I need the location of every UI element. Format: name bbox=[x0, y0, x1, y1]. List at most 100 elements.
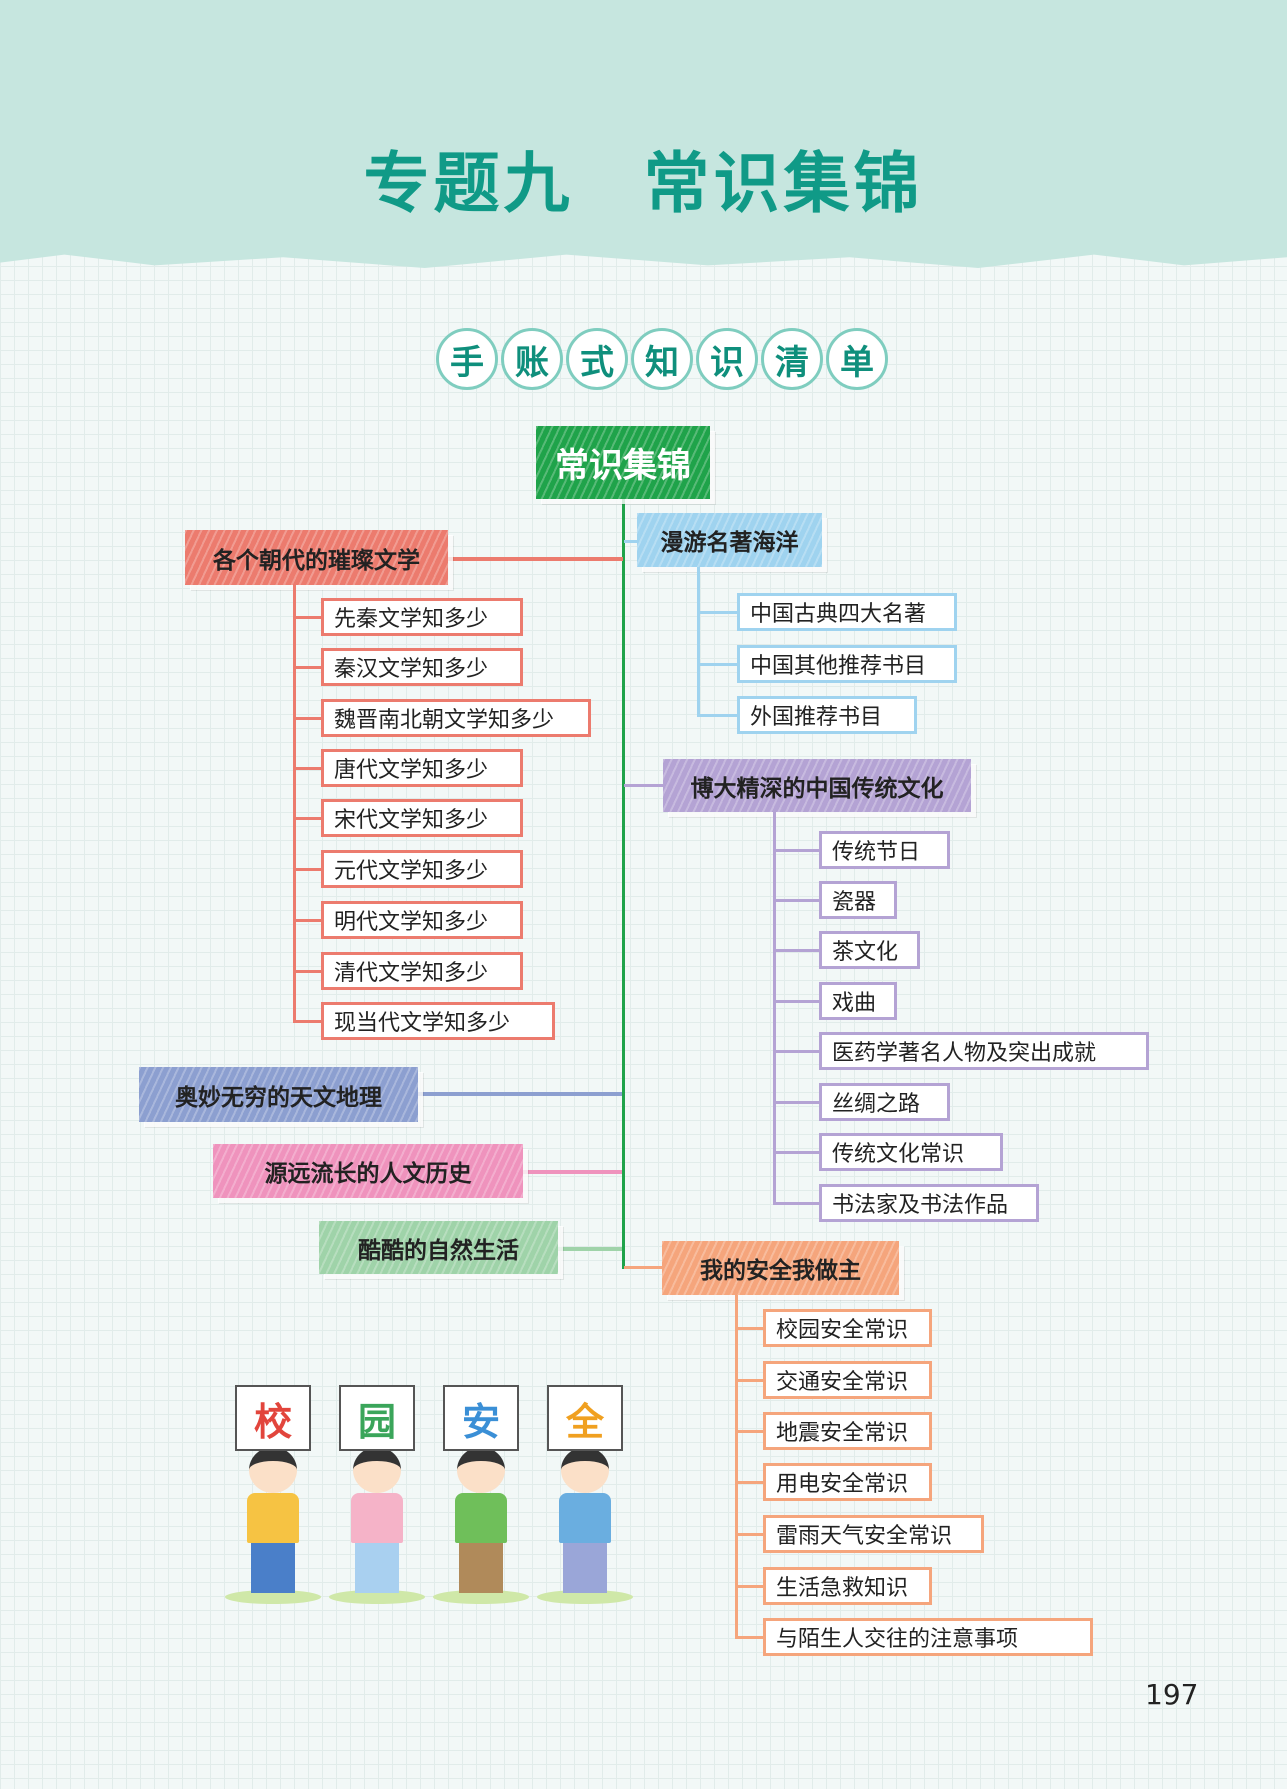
ground-patch bbox=[225, 1590, 321, 1604]
branch-culture: 博大精深的中国传统文化 bbox=[663, 759, 971, 812]
leaf-literature: 清代文学知多少 bbox=[321, 952, 523, 990]
connector-line bbox=[735, 1327, 763, 1330]
child-figure: 全 bbox=[537, 1385, 633, 1605]
connector-line bbox=[773, 949, 819, 952]
connector-line bbox=[624, 540, 637, 543]
subtitle-char: 识 bbox=[696, 328, 758, 390]
child-head bbox=[353, 1447, 401, 1493]
connector-line bbox=[773, 1151, 819, 1154]
connector-line bbox=[293, 585, 296, 1023]
connector-line bbox=[558, 1247, 622, 1251]
connector-line bbox=[735, 1636, 763, 1639]
sign-board: 安 bbox=[443, 1385, 519, 1451]
subtitle-char: 手 bbox=[436, 328, 498, 390]
page-number: 197 bbox=[1145, 1678, 1199, 1711]
child-shirt bbox=[247, 1493, 299, 1543]
child-figure: 园 bbox=[329, 1385, 425, 1605]
leaf-literature: 魏晋南北朝文学知多少 bbox=[321, 699, 591, 737]
connector-line bbox=[293, 717, 321, 720]
leaf-classics: 中国其他推荐书目 bbox=[737, 645, 957, 683]
leaf-literature: 现当代文学知多少 bbox=[321, 1002, 555, 1040]
subtitle-char: 单 bbox=[826, 328, 888, 390]
connector-line bbox=[735, 1481, 763, 1484]
leaf-culture: 医药学著名人物及突出成就 bbox=[819, 1032, 1149, 1070]
child-shirt bbox=[351, 1493, 403, 1543]
child-head bbox=[457, 1447, 505, 1493]
leaf-culture: 茶文化 bbox=[819, 931, 920, 969]
connector-line bbox=[523, 1170, 622, 1174]
connector-line bbox=[773, 812, 776, 1204]
child-figure: 安 bbox=[433, 1385, 529, 1605]
connector-line bbox=[697, 663, 737, 666]
leaf-culture: 传统文化常识 bbox=[819, 1133, 1003, 1171]
leaf-literature: 先秦文学知多少 bbox=[321, 598, 523, 636]
connector-line bbox=[735, 1295, 738, 1638]
page-title: 专题九 常识集锦 bbox=[363, 145, 924, 222]
connector-line bbox=[735, 1379, 763, 1382]
leaf-literature: 唐代文学知多少 bbox=[321, 749, 523, 787]
ground-patch bbox=[329, 1590, 425, 1604]
connector-line bbox=[735, 1533, 763, 1536]
branch-classics: 漫游名著海洋 bbox=[637, 513, 822, 567]
leaf-culture: 书法家及书法作品 bbox=[819, 1184, 1039, 1222]
leaf-literature: 宋代文学知多少 bbox=[321, 799, 523, 837]
connector-line bbox=[293, 919, 321, 922]
leaf-literature: 明代文学知多少 bbox=[321, 901, 523, 939]
ground-patch bbox=[537, 1590, 633, 1604]
leaf-safety: 生活急救知识 bbox=[763, 1567, 932, 1605]
leaf-safety: 地震安全常识 bbox=[763, 1412, 932, 1450]
connector-line bbox=[293, 970, 321, 973]
connector-line bbox=[773, 849, 819, 852]
sign-board: 园 bbox=[339, 1385, 415, 1451]
leaf-safety: 校园安全常识 bbox=[763, 1309, 932, 1347]
connector-line bbox=[735, 1430, 763, 1433]
subtitle-circles: 手账式知识清单 bbox=[436, 328, 888, 390]
ground-patch bbox=[433, 1590, 529, 1604]
connector-line bbox=[773, 1101, 819, 1104]
child-legs bbox=[355, 1543, 399, 1593]
connector-line bbox=[697, 611, 737, 614]
leaf-classics: 中国古典四大名著 bbox=[737, 593, 957, 631]
connector-line bbox=[622, 499, 625, 1269]
subtitle-char: 式 bbox=[566, 328, 628, 390]
child-figure: 校 bbox=[225, 1385, 321, 1605]
child-legs bbox=[563, 1543, 607, 1593]
connector-line bbox=[293, 1020, 321, 1023]
connector-line bbox=[773, 1000, 819, 1003]
root-node: 常识集锦 bbox=[536, 426, 710, 499]
child-head bbox=[249, 1447, 297, 1493]
leaf-safety: 与陌生人交往的注意事项 bbox=[763, 1618, 1093, 1656]
connector-line bbox=[448, 557, 623, 561]
branch-safety: 我的安全我做主 bbox=[662, 1241, 899, 1295]
connector-line bbox=[624, 784, 663, 787]
leaf-culture: 瓷器 bbox=[819, 881, 897, 919]
connector-line bbox=[624, 1266, 662, 1269]
child-shirt bbox=[559, 1493, 611, 1543]
connector-line bbox=[293, 817, 321, 820]
child-head bbox=[561, 1447, 609, 1493]
leaf-safety: 用电安全常识 bbox=[763, 1463, 932, 1501]
branch-literature: 各个朝代的璀璨文学 bbox=[185, 530, 448, 585]
leaf-classics: 外国推荐书目 bbox=[737, 696, 917, 734]
leaf-safety: 交通安全常识 bbox=[763, 1361, 932, 1399]
connector-line bbox=[293, 666, 321, 669]
header-band bbox=[0, 0, 1287, 268]
sign-board: 全 bbox=[547, 1385, 623, 1451]
leaf-culture: 传统节日 bbox=[819, 831, 950, 869]
connector-line bbox=[293, 616, 321, 619]
subtitle-char: 账 bbox=[501, 328, 563, 390]
connector-line bbox=[293, 767, 321, 770]
connector-line bbox=[773, 899, 819, 902]
child-legs bbox=[251, 1543, 295, 1593]
leaf-safety: 雷雨天气安全常识 bbox=[763, 1515, 984, 1553]
connector-line bbox=[293, 868, 321, 871]
connector-line bbox=[735, 1585, 763, 1588]
subtitle-char: 知 bbox=[631, 328, 693, 390]
branch-history: 源远流长的人文历史 bbox=[213, 1144, 523, 1198]
sign-board: 校 bbox=[235, 1385, 311, 1451]
subtitle-char: 清 bbox=[761, 328, 823, 390]
child-shirt bbox=[455, 1493, 507, 1543]
branch-astronomy: 奥妙无穷的天文地理 bbox=[139, 1067, 418, 1122]
leaf-culture: 丝绸之路 bbox=[819, 1083, 950, 1121]
